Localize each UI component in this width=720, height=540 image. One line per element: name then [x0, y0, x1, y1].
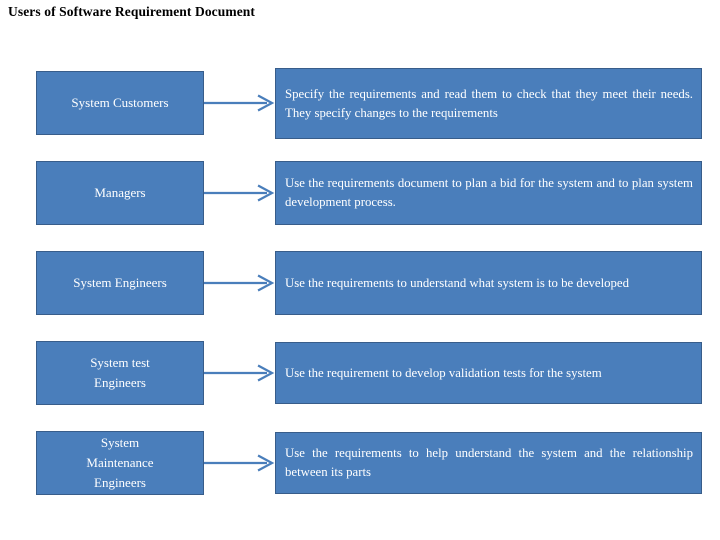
arrow-connector-1: [204, 94, 275, 112]
arrow-connector-5: [204, 454, 275, 472]
role-label: System Customers: [71, 94, 169, 110]
page-title: Users of Software Requirement Document: [8, 4, 256, 19]
role-box-system-test-engineers[interactable]: System test Engineers: [36, 341, 204, 405]
role-label: System Engineers: [73, 274, 167, 290]
role-label: System test Engineers: [90, 354, 150, 390]
description-text: Use the requirements to help understand …: [285, 446, 693, 479]
description-text: Use the requirement to develop validatio…: [285, 365, 602, 380]
description-box-system-test-engineers[interactable]: Use the requirement to develop validatio…: [275, 342, 702, 404]
role-box-system-engineers[interactable]: System Engineers: [36, 251, 204, 315]
arrow-connector-4: [204, 364, 275, 382]
description-text: Use the requirements document to plan a …: [285, 176, 693, 209]
role-box-system-customers[interactable]: System Customers: [36, 71, 204, 135]
description-text: Use the requirements to understand what …: [285, 275, 630, 290]
role-box-system-maintenance-engineers[interactable]: System Maintenance Engineers: [36, 431, 204, 495]
description-box-managers[interactable]: Use the requirements document to plan a …: [275, 161, 702, 225]
role-box-managers[interactable]: Managers: [36, 161, 204, 225]
description-box-system-engineers[interactable]: Use the requirements to understand what …: [275, 251, 702, 315]
arrow-connector-3: [204, 274, 275, 292]
role-label: System Maintenance Engineers: [86, 434, 154, 491]
description-box-system-customers[interactable]: Specify the requirements and read them t…: [275, 68, 702, 139]
arrow-connector-2: [204, 184, 275, 202]
description-text: Specify the requirements and read them t…: [285, 86, 693, 120]
role-label: Managers: [94, 184, 146, 200]
description-box-system-maintenance-engineers[interactable]: Use the requirements to help understand …: [275, 432, 702, 494]
